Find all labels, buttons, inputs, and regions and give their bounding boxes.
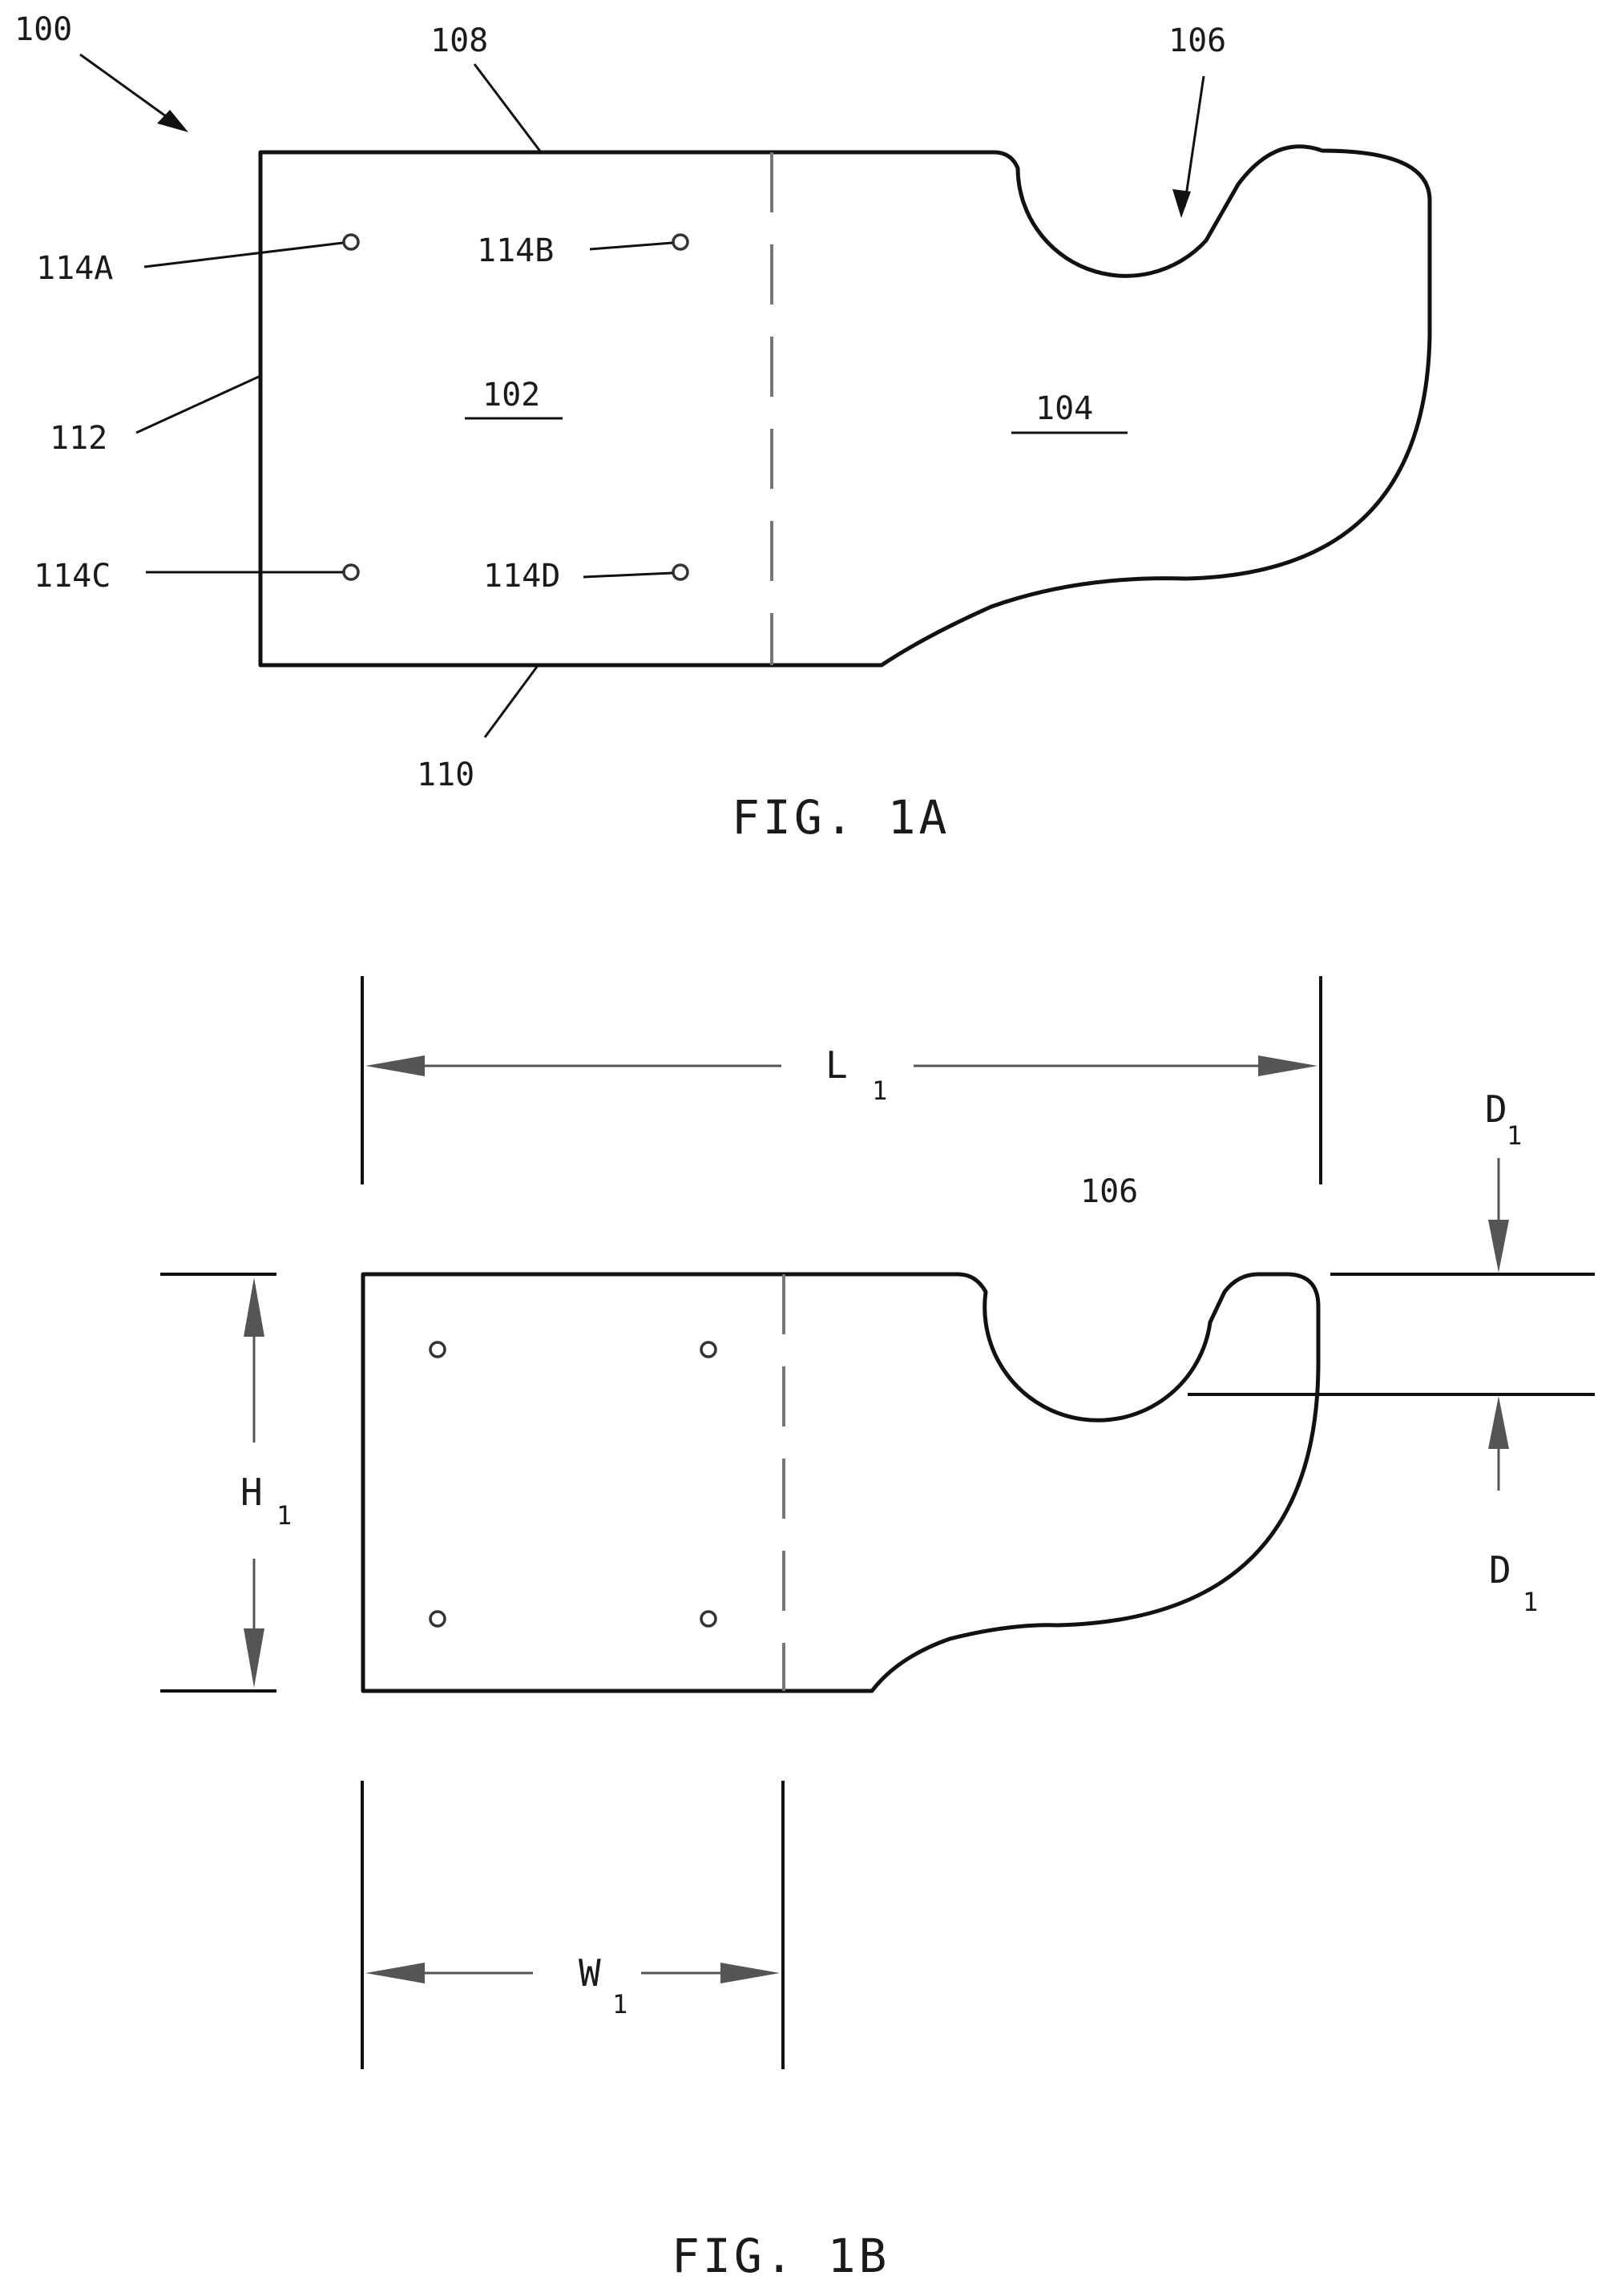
label-114a: 114A (36, 250, 113, 287)
dimension-label-d1-bottom: D (1489, 1548, 1511, 1592)
dimension-label-d1-top: D (1485, 1087, 1507, 1131)
label-114d: 114D (483, 558, 560, 595)
dimension-subscript-d1-top: 1 (1507, 1120, 1522, 1151)
label-112: 112 (50, 420, 107, 457)
arrowhead-w1-left (365, 1963, 425, 1983)
arrowhead-w1-right (720, 1963, 780, 1983)
fig1a-plate-outline (260, 147, 1430, 665)
fig1b-hole-2 (701, 1342, 716, 1357)
dimension-subscript-l1: 1 (872, 1075, 887, 1106)
dimension-subscript-d1-bottom: 1 (1523, 1587, 1538, 1617)
fig1a-hole-114b (673, 235, 688, 249)
leader-112 (136, 377, 259, 433)
label-114b: 114B (477, 232, 554, 269)
label-104: 104 (1035, 390, 1093, 427)
label-106-fig1b: 106 (1080, 1173, 1138, 1210)
fig1a-caption: FIG. 1A (732, 790, 950, 845)
arrowhead-d1-top (1488, 1220, 1509, 1273)
label-102: 102 (482, 377, 540, 414)
label-108: 108 (430, 22, 488, 59)
arrowhead-l1-right (1258, 1055, 1317, 1076)
figure-1b: L 1 106 H 1 D 1 D 1 W 1 FIG. 1B (160, 976, 1595, 2283)
label-114c: 114C (34, 558, 111, 595)
leader-114b (590, 243, 672, 249)
arrowhead-h1-bottom (244, 1628, 264, 1688)
fig1b-caption: FIG. 1B (672, 2229, 890, 2283)
leader-106 (1184, 76, 1204, 207)
dimension-label-h1: H (240, 1471, 263, 1514)
figure-1a: 100 108 106 114A 114B 112 102 104 114C 1… (14, 11, 1430, 845)
fig1a-hole-114c (344, 565, 358, 579)
fig1b-hole-4 (701, 1612, 716, 1626)
leader-108 (474, 64, 541, 152)
leader-114a (144, 243, 343, 267)
arrowhead-106 (1172, 189, 1191, 218)
arrowhead-h1-top (244, 1277, 264, 1337)
leader-110 (485, 667, 537, 737)
fig1b-hole-3 (430, 1612, 445, 1626)
label-110: 110 (417, 757, 474, 793)
label-100: 100 (14, 11, 72, 48)
fig1b-hole-1 (430, 1342, 445, 1357)
arrowhead-l1-left (365, 1055, 425, 1076)
label-106: 106 (1168, 22, 1226, 59)
arrowhead-d1-bottom (1488, 1396, 1509, 1449)
fig1a-hole-114a (344, 235, 358, 249)
dimension-subscript-w1: 1 (612, 1989, 627, 2020)
leader-114d (583, 573, 672, 577)
dimension-label-w1: W (579, 1951, 601, 1995)
fig1a-hole-114d (673, 565, 688, 579)
dimension-label-l1: L (825, 1043, 848, 1087)
dimension-subscript-h1: 1 (276, 1500, 292, 1531)
fig1b-plate-outline (363, 1274, 1318, 1691)
